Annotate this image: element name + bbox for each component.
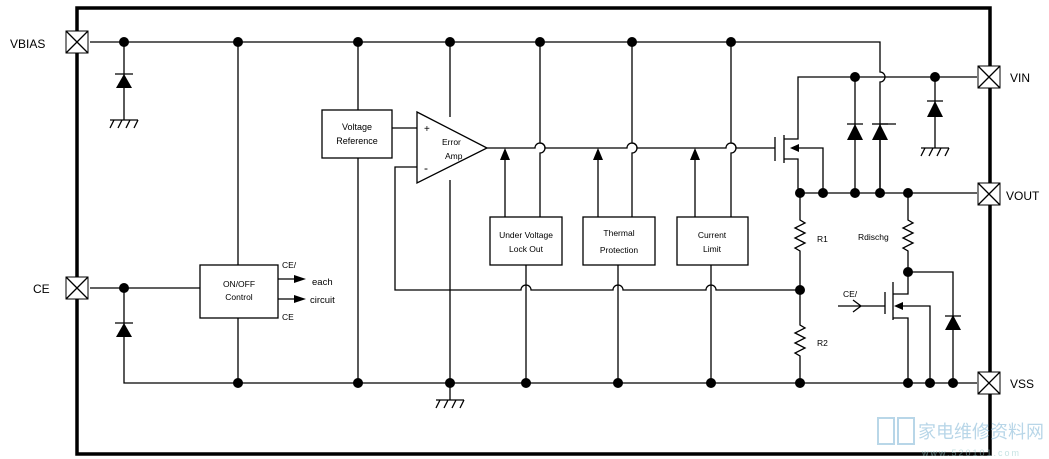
svg-text:家电维修资料网: 家电维修资料网: [918, 422, 1044, 442]
uvlo-block: Under Voltage Lock Out: [489, 148, 563, 383]
thermal-protection-block: Thermal Protection: [582, 148, 656, 383]
svg-text:R1: R1: [817, 234, 828, 244]
climit-supply-wire: [730, 42, 737, 217]
svg-text:each: each: [312, 277, 333, 288]
vbias-rail: [90, 41, 886, 193]
svg-text:Current: Current: [698, 230, 727, 240]
ce-clamp-diode: [115, 322, 133, 337]
svg-text:Control: Control: [225, 292, 253, 302]
thermal-supply-wire: [631, 42, 638, 217]
ic-package-outline: [75, 6, 992, 456]
watermark: 家电维修资料网 www.520101.com: [877, 417, 1044, 458]
junction-dots: [119, 37, 958, 388]
svg-text:VBIAS: VBIAS: [10, 37, 45, 51]
current-limit-block: Current Limit: [676, 148, 749, 383]
vin-vout-diode-1: [847, 77, 863, 193]
svg-text:R2: R2: [817, 338, 828, 348]
uvlo-supply-wire: [539, 42, 546, 217]
pin-ce: CE: [33, 276, 89, 300]
vin-vout-diode-2: [872, 123, 896, 193]
onoff-control-block: ON/OFF Control CE/ each circuit CE: [199, 260, 335, 322]
pin-vbias: VBIAS: [10, 30, 89, 54]
ce-and-vss-wires: [90, 287, 977, 384]
error-amp: + - Error Amp: [416, 110, 489, 185]
vin-clamp-diode: [920, 77, 950, 157]
svg-text:VIN: VIN: [1010, 71, 1030, 85]
svg-text:CE/: CE/: [282, 260, 297, 270]
svg-text:Reference: Reference: [336, 136, 378, 146]
svg-text:www.520101.com: www.520101.com: [921, 448, 1021, 458]
svg-text:-: -: [424, 161, 428, 175]
ground-icon: [920, 147, 950, 157]
book-logo-icon: [877, 417, 915, 445]
svg-text:ON/OFF: ON/OFF: [223, 279, 255, 289]
svg-text:Amp: Amp: [445, 151, 463, 161]
svg-text:+: +: [424, 124, 430, 135]
svg-text:Voltage: Voltage: [342, 122, 372, 132]
svg-text:CE: CE: [33, 282, 50, 296]
ground-icon: [109, 119, 139, 129]
gate-drive-wire: [487, 142, 775, 149]
svg-text:Lock Out: Lock Out: [509, 244, 544, 254]
pin-vin: VIN: [977, 65, 1030, 89]
voltage-reference-block: Voltage Reference: [321, 109, 393, 159]
svg-text:CE: CE: [282, 312, 294, 322]
svg-text:CE/: CE/: [843, 289, 858, 299]
vbias-clamp-diode: [109, 42, 139, 129]
svg-text:Under Voltage: Under Voltage: [499, 230, 553, 240]
svg-text:Rdischg: Rdischg: [858, 232, 889, 242]
svg-text:Limit: Limit: [703, 244, 722, 254]
pass-transistor: [774, 76, 977, 193]
ground-icon: [435, 399, 465, 409]
svg-text:Protection: Protection: [600, 245, 639, 255]
pin-vout: VOUT: [977, 182, 1040, 206]
svg-text:circuit: circuit: [310, 295, 335, 306]
discharge-circuit: Rdischg CE/: [838, 193, 961, 383]
pin-vss: VSS: [977, 371, 1034, 395]
svg-text:VOUT: VOUT: [1006, 189, 1040, 203]
svg-text:Error: Error: [442, 137, 461, 147]
svg-text:VSS: VSS: [1010, 377, 1034, 391]
svg-text:Thermal: Thermal: [603, 228, 634, 238]
